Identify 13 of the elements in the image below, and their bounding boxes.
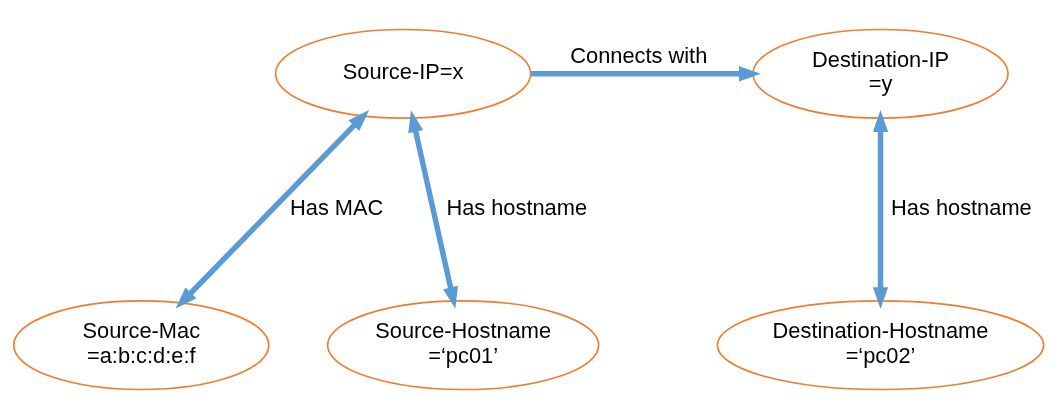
- edge-label: Has MAC: [289, 194, 384, 220]
- arrow: [872, 110, 889, 310]
- edge-label: Has hostname: [446, 194, 588, 220]
- node-ellipse: Source-Hostname =‘pc01’: [326, 300, 600, 391]
- edge-label: Connects with: [570, 42, 708, 68]
- node-ellipse: Source-Mac =a:b:c:d:e:f: [12, 300, 270, 391]
- arrow: [531, 66, 761, 82]
- node-ellipse: Destination-IP =y: [752, 28, 1009, 119]
- node-ellipse: Destination-Hostname =‘pc02’: [716, 300, 1045, 391]
- edge-label: Has hostname: [891, 194, 1032, 220]
- arrow: [408, 110, 459, 309]
- arrow: [175, 110, 370, 309]
- node-ellipse: Source-IP=x: [274, 28, 532, 119]
